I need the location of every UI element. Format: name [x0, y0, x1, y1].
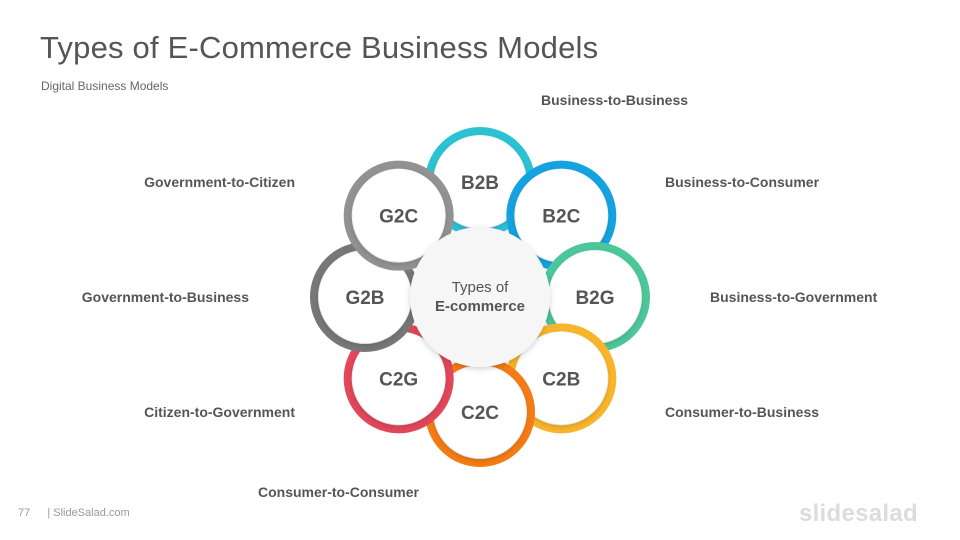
node-b2g: B2G	[540, 242, 650, 352]
node-code-c2b: C2B	[542, 369, 580, 390]
slide-title: Types of E-Commerce Business Models	[40, 30, 599, 65]
slide-subtitle: Digital Business Models	[41, 79, 169, 93]
node-code-b2c: B2C	[542, 207, 580, 228]
center-label-line2: E-commerce	[435, 298, 525, 315]
footer: 77 | SlideSalad.com	[18, 507, 130, 519]
node-description-g2c: Government-to-Citizen	[144, 174, 295, 190]
node-description-g2b: Government-to-Business	[82, 289, 249, 305]
node-description-b2b: Business-to-Business	[541, 92, 688, 108]
node-g2b: G2B	[310, 242, 420, 352]
center-hub: Types of E-commerce	[410, 227, 550, 367]
ring-inner-g2b	[319, 251, 411, 343]
ring-inner-b2b	[434, 136, 526, 228]
ring-layer: B2B B2C B2G C2B C2C C2G G2B G2C	[310, 127, 650, 467]
node-code-c2c: C2C	[461, 403, 499, 424]
node-description-c2g: Citizen-to-Government	[144, 404, 295, 420]
node-code-c2g: C2G	[379, 369, 418, 390]
node-c2c: C2C	[425, 357, 535, 467]
ring-inner-b2g	[549, 251, 641, 343]
node-description-c2c: Consumer-to-Consumer	[258, 484, 420, 500]
node-description-b2c: Business-to-Consumer	[665, 174, 820, 190]
ring-inner-g2c	[352, 169, 445, 262]
node-code-b2b: B2B	[461, 173, 499, 194]
node-description-c2b: Consumer-to-Business	[665, 404, 819, 420]
node-code-b2g: B2G	[575, 288, 614, 309]
node-code-g2c: G2C	[379, 207, 418, 228]
ring-inner-c2b	[515, 332, 608, 425]
center-hub-circle	[410, 227, 550, 367]
label-layer: Business-to-BusinessBusiness-to-Consumer…	[82, 92, 878, 500]
node-g2c: G2C	[343, 160, 454, 271]
center-label-line1: Types of	[452, 279, 510, 296]
node-c2b: C2B	[506, 323, 617, 434]
page-number: 77	[18, 507, 31, 519]
ring-inner-b2c	[515, 169, 608, 262]
ring-inner-c2c	[434, 366, 526, 458]
ring-inner-c2g	[352, 332, 445, 425]
source-credit: | SlideSalad.com	[47, 507, 130, 519]
node-code-g2b: G2B	[345, 288, 384, 309]
node-description-b2g: Business-to-Government	[710, 289, 878, 305]
brand-logo: slidesalad	[798, 500, 918, 527]
